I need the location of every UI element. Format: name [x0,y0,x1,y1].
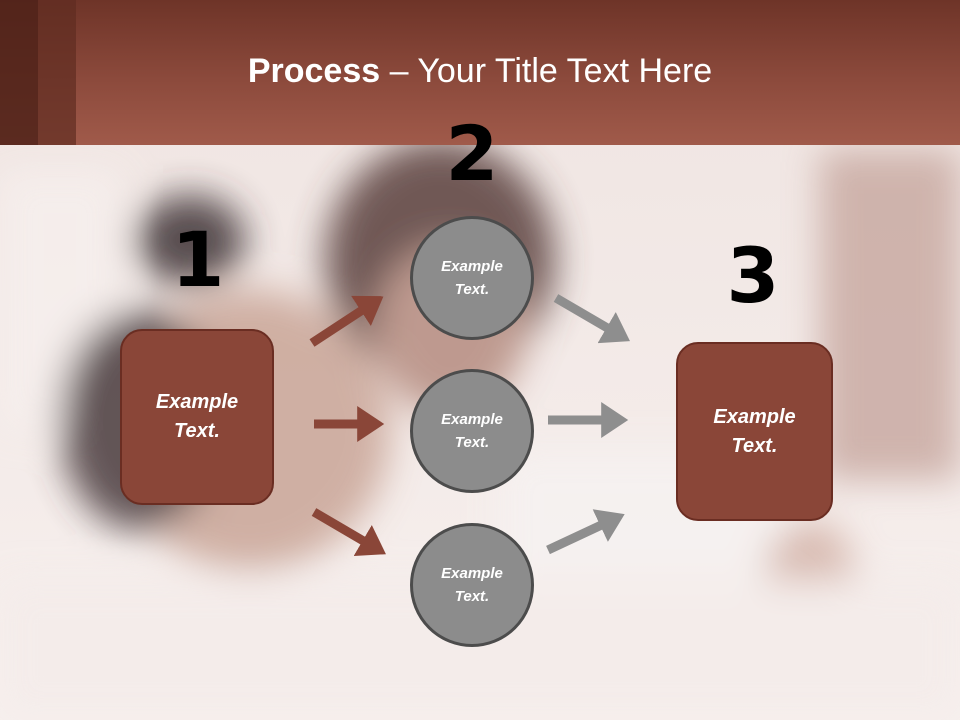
slide-title: Process – Your Title Text Here [0,52,960,91]
arrow-1-to-bottom [311,508,386,557]
step-number-2: 2 [445,109,499,198]
right-process-box: Example Text. [676,342,833,521]
step-number-3: 3 [726,231,780,320]
circle-top: Example Text. [410,216,534,340]
circle-top-label: Example Text. [441,257,503,298]
circle-middle-label: Example Text. [441,410,503,451]
left-process-box: Example Text. [120,329,274,505]
title-bar: Process – Your Title Text Here [0,0,960,145]
arrow-top-to-3 [553,294,630,344]
title-rest: – Your Title Text Here [380,52,713,90]
decorative-stripe [0,0,38,145]
title-bold: Process [247,52,381,90]
circle-middle: Example Text. [410,369,534,493]
circle-bottom-label: Example Text. [441,564,503,605]
circle-bottom: Example Text. [410,523,534,647]
arrow-bottom-to-3 [546,509,625,555]
arrow-1-to-top [309,295,384,347]
decorative-stripe [38,0,76,145]
left-box-label: Example Text. [155,391,239,442]
step-number-1: 1 [171,215,225,304]
right-box-label: Example Text. [713,405,796,457]
